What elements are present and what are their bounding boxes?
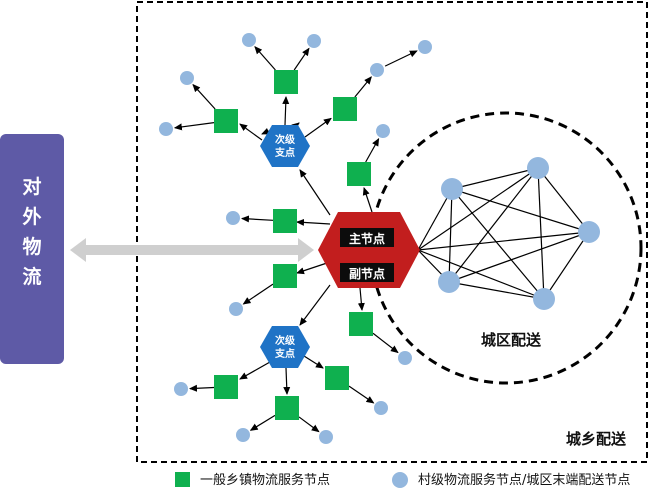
hub-upper-line-2: 支点 [274, 146, 295, 159]
link-town-node-5-to-village-node-8 [240, 215, 274, 223]
external-logistics-char-4: 流 [22, 265, 41, 288]
town-node-7 [349, 312, 373, 336]
link-town-node-3-to-village-node-6 [173, 122, 215, 131]
legend-village-swatch [392, 472, 408, 488]
link-town-node-2-to-village-node-5 [354, 76, 372, 98]
city-zone-label: 城区配送 [481, 331, 542, 349]
link-town-node-1-to-village-node-1 [254, 46, 276, 71]
village-node-8 [226, 211, 240, 225]
city-node-2 [527, 157, 549, 179]
link-town-node-1-to-village-node-2 [293, 47, 310, 71]
town-node-9 [214, 375, 238, 399]
village-node-6 [159, 122, 173, 136]
link-main-to-hub-upper [299, 169, 331, 216]
secondary-hub-lower: 次级 支点 [260, 326, 310, 368]
links [173, 46, 590, 433]
link-main-to-town-4 [362, 187, 373, 213]
village-node-2 [307, 34, 321, 48]
village-node-14 [319, 430, 333, 444]
legend-town-label: 一般乡镇物流服务节点 [200, 472, 330, 488]
city-node-3 [578, 221, 600, 243]
city-link-1-2 [451, 167, 539, 190]
link-town-node-3-to-village-node-4 [192, 83, 216, 110]
town-node-1 [274, 70, 298, 94]
city-link-2-3 [537, 167, 590, 233]
hub-lower-line-1: 次级 [275, 334, 296, 347]
city-link-1-3 [451, 188, 590, 233]
village-node-1 [242, 33, 256, 47]
city-link-1-4 [448, 188, 453, 283]
link-hub-lower-to-town-10 [283, 367, 291, 395]
legend-town-swatch [175, 472, 190, 487]
nodes [159, 33, 600, 444]
link-village-5-to-village-3 [384, 50, 418, 67]
town-node-6 [273, 264, 297, 288]
main-node-primary-label: 主节点 [349, 231, 385, 246]
town-node-8 [325, 366, 349, 390]
link-main-to-hub-lower [299, 284, 331, 326]
city-link-3-5 [543, 231, 590, 300]
link-hub-upper-to-town-1 [282, 96, 290, 126]
external-logistics-char-2: 外 [22, 205, 41, 228]
urban-rural-zone-label: 城乡配送 [566, 430, 627, 448]
hub-upper-line-1: 次级 [275, 133, 296, 146]
link-town-node-10-to-village-node-13 [249, 414, 276, 431]
link-main-to-town-6 [296, 261, 331, 275]
link-hub-upper-to-town-3 [239, 123, 263, 141]
link-town-node-8-to-village-node-12 [348, 385, 375, 404]
village-node-3 [418, 40, 432, 54]
city-node-1 [441, 178, 463, 200]
link-main-to-city-5 [417, 249, 545, 300]
urban-rural-zone-boundary [136, 1, 648, 463]
village-node-11 [174, 382, 188, 396]
city-link-4-5 [448, 281, 545, 300]
link-main-to-city-2 [417, 167, 539, 251]
city-link-3-4 [448, 231, 590, 283]
link-main-to-town-5 [296, 218, 331, 226]
secondary-hub-upper: 次级 支点 [260, 125, 310, 167]
city-link-1-5 [451, 188, 545, 300]
link-main-to-town-7 [357, 287, 365, 311]
town-node-4 [347, 162, 371, 186]
external-logistics-char-1: 对 [22, 175, 41, 198]
link-town-node-6-to-village-node-9 [242, 283, 274, 305]
village-node-10 [398, 351, 412, 365]
external-logistics-char-3: 物 [22, 235, 41, 258]
link-hub-lower-to-town-8 [303, 355, 324, 369]
village-node-12 [374, 401, 388, 415]
main-node-secondary-label: 副节点 [349, 266, 385, 281]
village-node-13 [236, 428, 250, 442]
link-town-node-9-to-village-node-11 [188, 384, 215, 392]
legend-village-label: 村级物流服务节点/城区末端配送节点 [418, 472, 630, 488]
external-logistics-box [0, 134, 64, 364]
village-node-4 [180, 71, 194, 85]
city-link-2-4 [448, 167, 539, 283]
town-node-2 [333, 97, 357, 121]
link-town-node-4-to-village-node-7 [365, 137, 380, 163]
village-node-7 [376, 124, 390, 138]
city-node-5 [533, 288, 555, 310]
link-hub-lower-to-town-9 [239, 361, 271, 380]
village-node-5 [370, 63, 384, 77]
town-node-10 [275, 396, 299, 420]
city-node-4 [438, 271, 460, 293]
city-link-2-5 [537, 167, 545, 300]
town-node-3 [214, 109, 238, 133]
link-town-node-10-to-village-node-14 [298, 416, 320, 433]
village-node-9 [229, 302, 243, 316]
town-node-5 [273, 209, 297, 233]
hub-lower-line-2: 支点 [274, 347, 295, 360]
main-node-hexagon: 主节点 副节点 [318, 212, 420, 288]
link-hub-upper-to-town-2b [304, 117, 332, 138]
bidirectional-arrow [70, 238, 314, 262]
legend: 一般乡镇物流服务节点 村级物流服务节点/城区末端配送节点 [175, 472, 630, 488]
link-town-node-7-to-village-node-10 [372, 332, 399, 354]
link-main-to-city-3 [417, 231, 590, 251]
link-main-to-city-1 [417, 188, 453, 251]
